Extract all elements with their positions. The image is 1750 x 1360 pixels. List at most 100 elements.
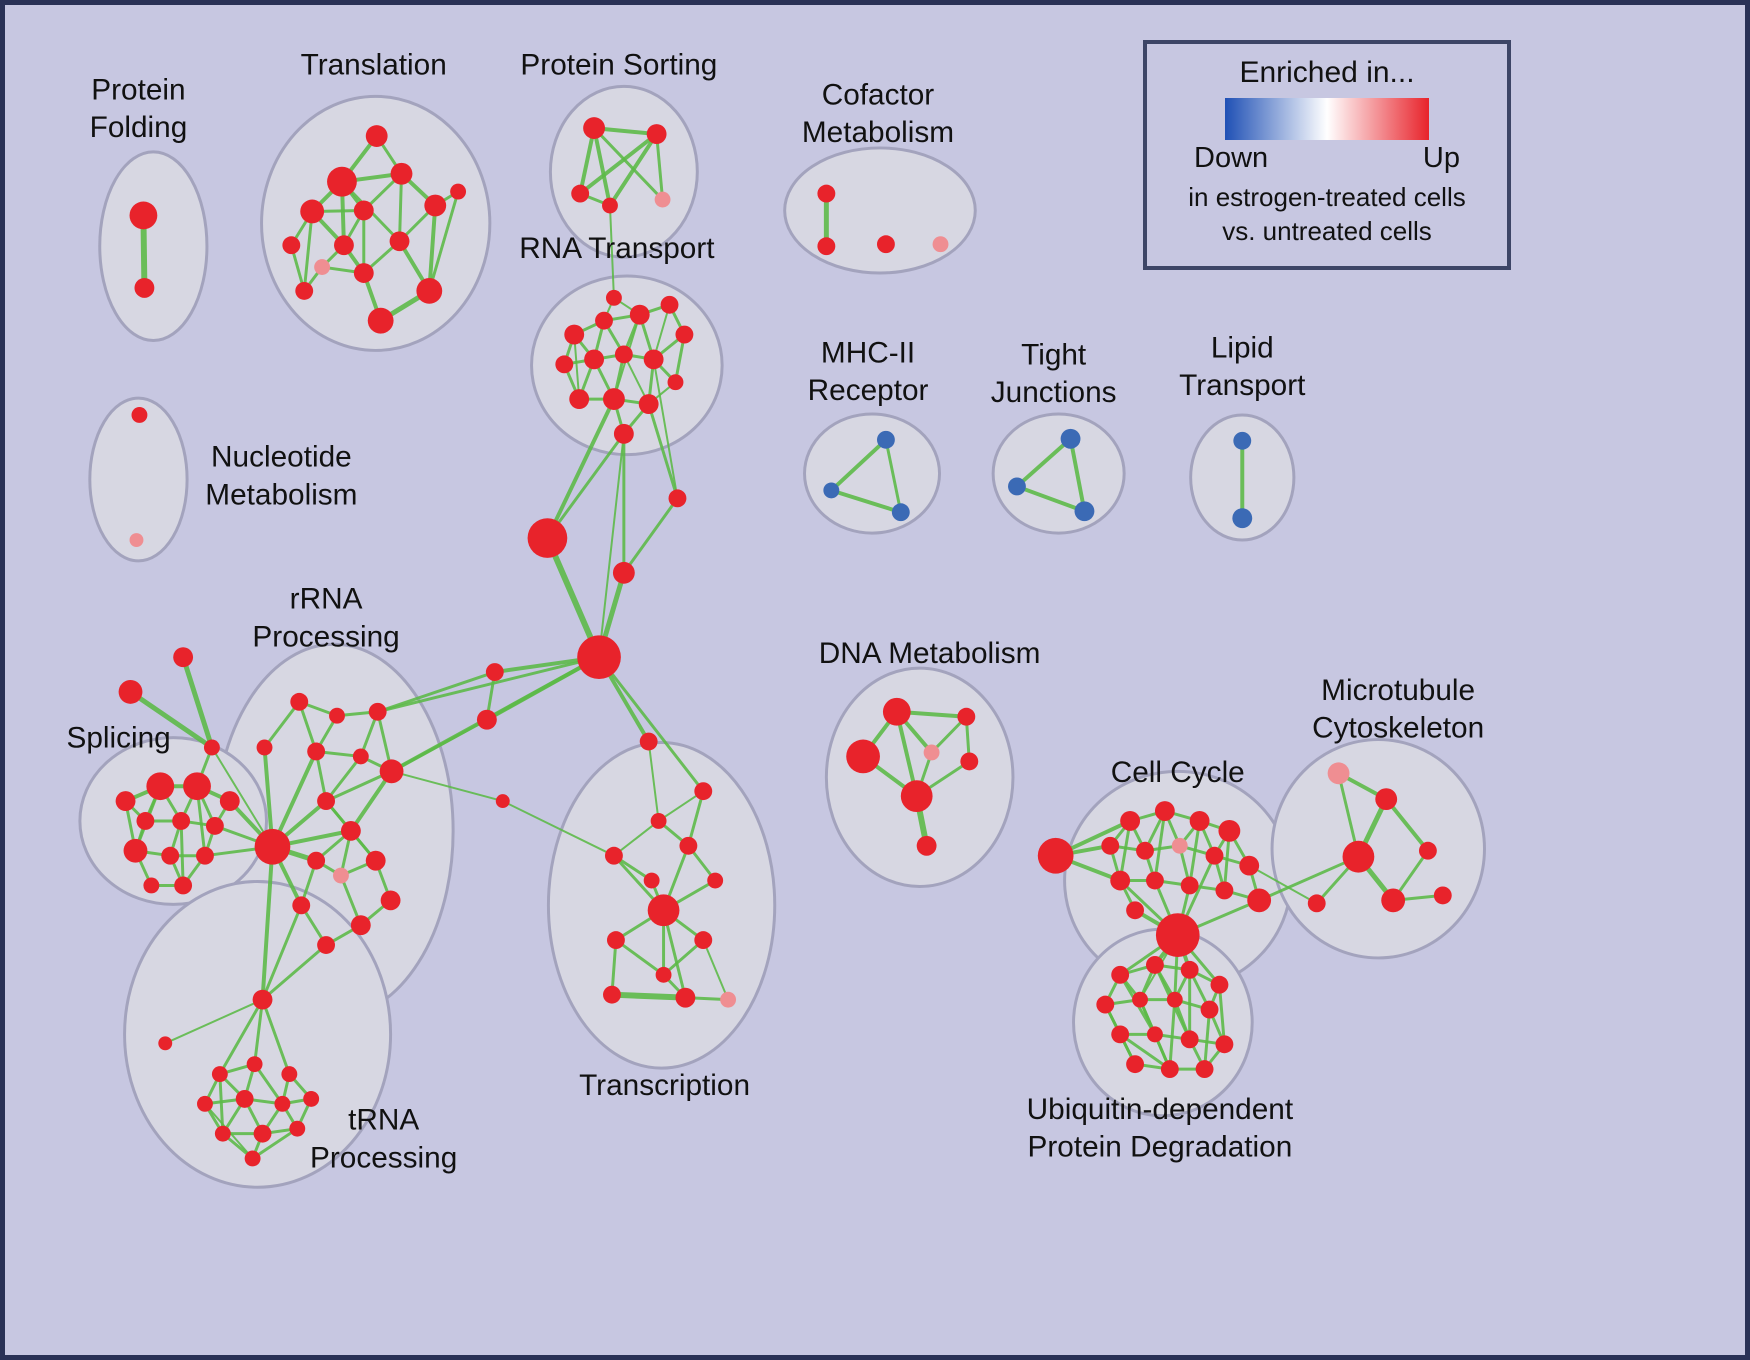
- edge-trna-processing: [253, 1062, 284, 1106]
- node-rrna-processing: [256, 739, 273, 756]
- cluster-label-lipid-transport: Lipid: [1211, 331, 1274, 364]
- edge-trna-processing: [218, 998, 265, 1076]
- edge-translation: [427, 203, 438, 293]
- legend-caption-line2: vs. untreated cells: [1222, 215, 1432, 246]
- node-cell-cycle: [1126, 901, 1145, 920]
- node-cofactor-metabolism: [932, 236, 949, 253]
- connector-edge: [390, 718, 489, 773]
- node-cell-cycle: [1120, 811, 1141, 831]
- node-splicing: [123, 838, 148, 863]
- node-tight-junctions: [1008, 477, 1026, 496]
- cluster-ellipse-cofactor-metabolism: [783, 146, 977, 275]
- node-rrna-processing: [292, 896, 311, 915]
- node-protein-sorting: [571, 184, 590, 203]
- node-transcription: [643, 872, 660, 889]
- node-microtubule-cytoskeleton: [1433, 886, 1452, 905]
- node-protein-sorting: [654, 191, 671, 208]
- node-transcription: [650, 813, 667, 829]
- edge-trna-processing: [251, 1127, 299, 1160]
- node-dna-metabolism: [916, 835, 937, 856]
- node-transcription: [679, 836, 698, 855]
- node-rna-transport: [629, 304, 650, 325]
- node-trna-processing: [246, 1056, 263, 1073]
- connector-node: [577, 635, 621, 680]
- connector-edge: [261, 903, 303, 1002]
- connector-edge: [260, 844, 275, 1002]
- cluster-ellipse-protein-folding: [98, 150, 209, 343]
- node-trna-processing: [252, 989, 273, 1010]
- node-cell-cycle: [1247, 888, 1272, 913]
- node-protein-sorting: [583, 117, 605, 140]
- cluster-label-translation: Translation: [301, 48, 447, 81]
- node-cofactor-metabolism: [876, 235, 895, 254]
- connector-edge: [261, 943, 328, 1002]
- node-cell-cycle: [1218, 819, 1241, 842]
- cluster-label-cofactor-metabolism: Cofactor: [822, 78, 935, 111]
- edge-trna-processing: [261, 998, 291, 1076]
- edge-cell-cycle: [1188, 819, 1202, 887]
- node-rrna-processing: [333, 867, 349, 884]
- node-trna-processing: [214, 1125, 231, 1142]
- cluster-label-mhc-ii-receptor: Receptor: [808, 374, 929, 407]
- node-rrna-processing: [317, 792, 335, 811]
- node-cell-cycle: [1136, 841, 1154, 860]
- node-transcription: [639, 732, 658, 751]
- edge-transcription: [647, 740, 660, 822]
- connector-edge: [376, 670, 497, 714]
- edge-tight-junctions: [1014, 436, 1073, 489]
- node-translation: [327, 166, 357, 197]
- connector-edge: [598, 432, 625, 659]
- node-rna-transport: [660, 295, 679, 314]
- node-splicing: [205, 816, 224, 835]
- edge-ubiquitin-degradation: [1217, 983, 1226, 1046]
- cluster-label-ubiquitin-degradation: Ubiquitin-dependent: [1027, 1093, 1294, 1126]
- node-transcription: [655, 966, 672, 983]
- node-transcription: [605, 846, 623, 865]
- edge-mhc-ii-receptor: [829, 488, 903, 515]
- node-cell-cycle: [1171, 837, 1188, 854]
- node-transcription: [694, 931, 713, 950]
- node-trna-processing: [274, 1095, 291, 1112]
- connector-edge: [164, 998, 264, 1045]
- cluster-label-rna-transport: RNA Transport: [519, 232, 715, 265]
- node-rrna-processing: [329, 707, 345, 724]
- node-rrna-processing: [380, 890, 401, 911]
- cluster-ellipse-microtubule-cytoskeleton: [1270, 738, 1486, 960]
- edge-splicing: [179, 819, 185, 887]
- edge-transcription: [614, 938, 666, 977]
- edge-rrna-processing: [263, 700, 301, 749]
- node-cell-cycle: [1215, 881, 1234, 900]
- node-translation: [416, 277, 443, 304]
- edge-transcription: [612, 819, 660, 857]
- node-rna-transport: [614, 345, 633, 364]
- connector-node: [203, 739, 220, 756]
- edge-rrna-processing: [324, 754, 363, 803]
- edge-ubiquitin-degradation: [1203, 1008, 1212, 1071]
- node-trna-processing: [197, 1095, 213, 1112]
- node-rna-transport: [603, 388, 625, 410]
- connector-edge: [128, 689, 215, 750]
- node-trna-processing: [303, 1090, 320, 1107]
- node-rrna-processing: [368, 702, 387, 721]
- node-ubiquitin-degradation: [1160, 1060, 1179, 1079]
- legend-caption: in estrogen-treated cells vs. untreated …: [1147, 181, 1507, 249]
- node-cofactor-metabolism: [817, 237, 836, 256]
- node-mhc-ii-receptor: [823, 482, 840, 499]
- connector-edge: [545, 432, 626, 540]
- node-transcription: [694, 782, 713, 801]
- node-transcription: [675, 987, 696, 1008]
- connector-edge: [647, 402, 679, 500]
- node-ubiquitin-degradation: [1215, 1035, 1234, 1054]
- node-lipid-transport: [1232, 508, 1253, 529]
- node-splicing: [143, 877, 160, 894]
- node-translation: [314, 259, 331, 275]
- node-ubiquitin-degradation: [1096, 995, 1115, 1014]
- connector-node: [527, 518, 568, 558]
- connector-node: [495, 794, 510, 809]
- node-rna-transport: [643, 349, 664, 370]
- edge-transcription: [608, 991, 689, 1001]
- node-cell-cycle: [1110, 870, 1131, 891]
- node-splicing: [219, 791, 240, 812]
- node-protein-sorting: [646, 124, 667, 144]
